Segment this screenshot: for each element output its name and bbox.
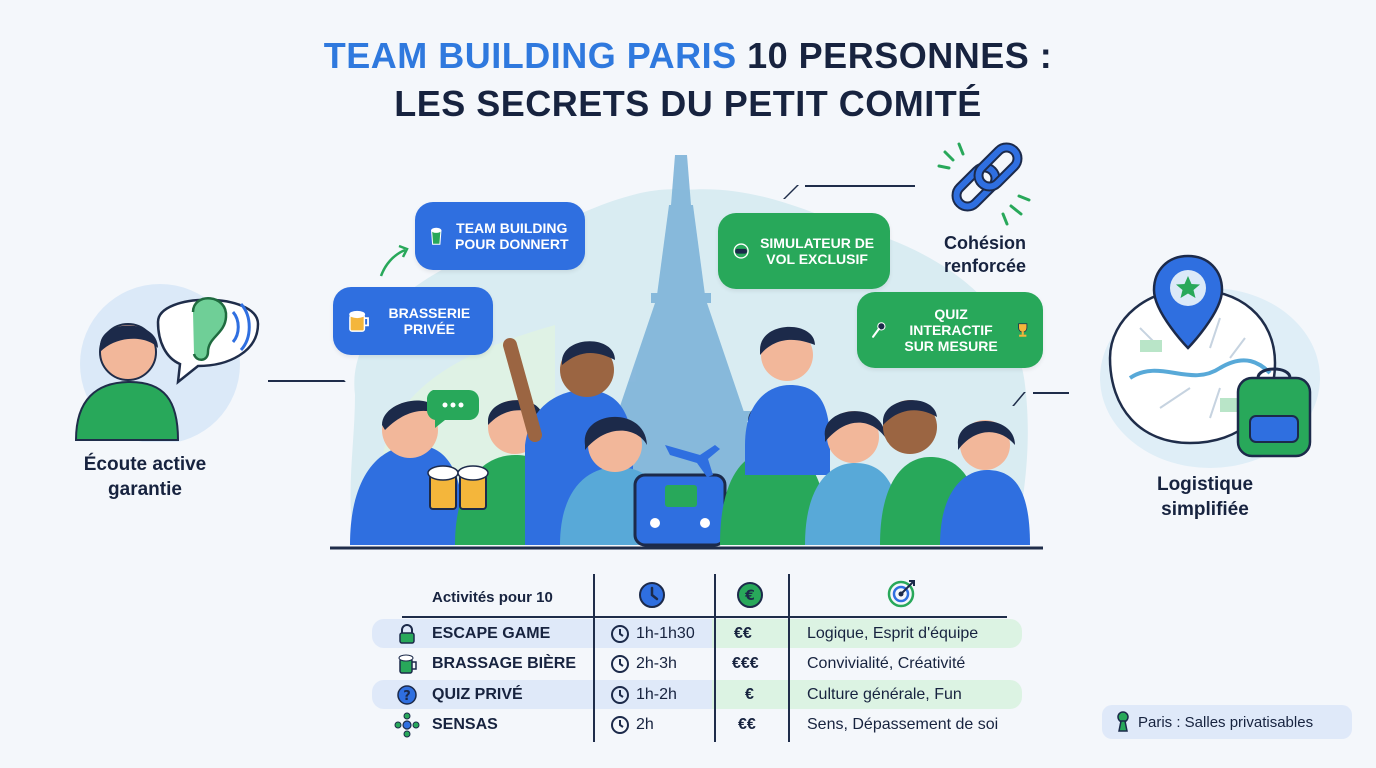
keyhole-icon [1117, 711, 1129, 732]
table-row-benefit: Culture générale, Fun [807, 686, 962, 703]
person-6 [745, 326, 830, 475]
arrow-icon [379, 244, 409, 277]
table-row-name: BRASSAGE BIÈRE [432, 655, 577, 672]
page-title-line2: LES SECRETS DU PETIT COMITÉ [394, 83, 982, 124]
bubble-team-building: TEAM BUILDING POUR DONNERT [415, 202, 585, 270]
airplane-icon [665, 445, 720, 477]
title-highlight: TEAM BUILDING PARIS [323, 35, 737, 76]
table-row-price: €€ [734, 625, 752, 642]
bubble-simulateur: SIMULATEUR DE VOL EXCLUSIF [718, 213, 890, 289]
table-row-price: € [745, 686, 754, 703]
table-header-activities: Activités pour 10 [432, 588, 553, 606]
table-row-price: €€€ [732, 655, 759, 672]
paris-map-icon [1100, 254, 1320, 468]
row-clock-icon: 2h-3h [610, 651, 677, 677]
bubble-simulateur-text: SIMULATEUR DE VOL EXCLUSIF [760, 234, 875, 267]
table-row-benefit: Sens, Dépassement de soi [807, 716, 999, 733]
table-col-divider-2 [714, 574, 716, 742]
question-icon: ? [396, 682, 418, 708]
page-title-line1: TEAM BUILDING PARIS 10 PERSONNES : [0, 38, 1376, 74]
table-row-benefit: Convivialité, Créativité [807, 655, 966, 672]
connector-left [268, 380, 338, 382]
table-row-duration: 2h-3h [636, 655, 677, 672]
bubble-brasserie: BRASSERIE PRIVÉE [333, 287, 493, 355]
map-pin-icon [1152, 254, 1224, 350]
chain-link-icon [937, 142, 1031, 226]
lock-icon [398, 621, 416, 647]
table-row-duration: 2h [636, 716, 654, 733]
target-icon [887, 580, 917, 608]
feature-cohesion: Cohésion renforcée [943, 233, 1027, 277]
row-highlight-3-right [712, 680, 1022, 709]
bubble-team-building-text: TEAM BUILDING POUR DONNERT [454, 219, 569, 252]
title-rest: 10 PERSONNES : [747, 35, 1053, 76]
bubble-quiz: QUIZ INTERACTIF SUR MESURE [857, 292, 1043, 368]
svg-text:?: ? [403, 689, 411, 704]
table-col-divider-3 [788, 574, 790, 742]
table-col-divider-1 [593, 574, 595, 742]
microphone-icon [872, 322, 886, 338]
legend-text: Paris : Salles privatisables [1138, 713, 1314, 731]
row-clock-icon: 1h-2h [610, 682, 677, 708]
table-row-duration: 1h-1h30 [636, 625, 695, 642]
clock-icon [638, 582, 666, 608]
row-highlight-1-right [712, 619, 1022, 648]
trophy-icon [1017, 323, 1027, 337]
legend-badge: Paris : Salles privatisables [1102, 705, 1352, 739]
beer-mugs-icon [427, 465, 489, 510]
table-row-name: QUIZ PRIVÉ [432, 686, 523, 703]
beer-mug-icon [349, 310, 369, 332]
table-row-name: SENSAS [432, 716, 498, 733]
simulator-console-icon [633, 473, 727, 547]
table-row-name: ESCAPE GAME [432, 625, 551, 642]
vr-headset-icon [733, 243, 749, 259]
backpack-icon [1236, 367, 1312, 458]
table-row-duration: 1h-2h [636, 686, 677, 703]
table-header-divider [402, 616, 1007, 618]
table-row-price: €€ [738, 716, 756, 733]
activities-table: Activités pour 10 € ESCAPE GAME 1h-1h30 … [372, 574, 1032, 744]
person-7 [805, 411, 903, 545]
row-clock-icon: 1h-1h30 [610, 621, 695, 647]
connector-right [1033, 392, 1069, 394]
bubble-quiz-text: QUIZ INTERACTIF SUR MESURE [904, 305, 998, 355]
feature-ecoute: Écoute active garantie [83, 454, 207, 500]
beer-icon [398, 651, 418, 677]
euro-icon: € [736, 582, 764, 608]
table-row-benefit: Logique, Esprit d'équipe [807, 625, 979, 642]
listening-person-icon [74, 284, 260, 442]
senses-icon [394, 712, 420, 738]
person-9 [940, 420, 1030, 545]
connector-top-right [805, 185, 915, 187]
bubble-brasserie-text: BRASSERIE PRIVÉE [388, 304, 471, 337]
feature-logistique: Logistique simplifiée [1156, 474, 1254, 520]
chat-icon [426, 390, 479, 428]
beer-glass-icon [431, 227, 442, 245]
svg-text:€: € [744, 588, 755, 604]
row-clock-icon: 2h [610, 712, 654, 738]
